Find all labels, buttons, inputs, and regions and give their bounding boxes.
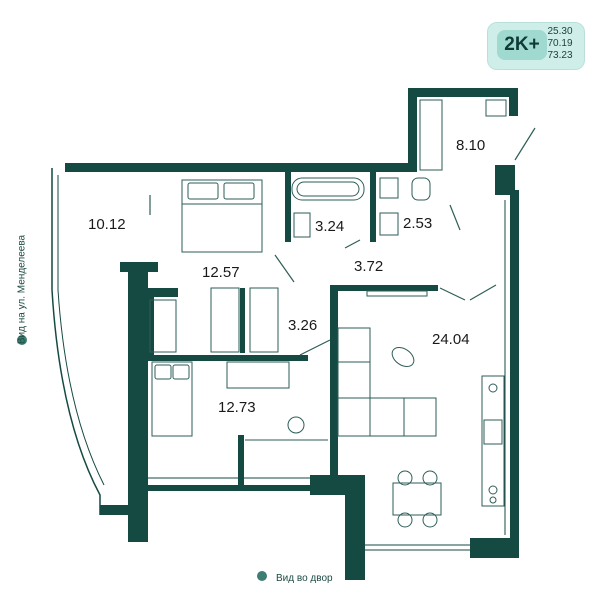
kitchen-counter [481, 375, 505, 507]
room-area-kitchen-living: 24.04 [432, 331, 470, 348]
room-area-storage: 8.10 [456, 137, 486, 154]
view-yard-label: Вид во двор [276, 573, 333, 584]
apartment-areas: 25.30 70.19 73.23 [540, 26, 580, 62]
room-area-bedroom-second: 12.73 [218, 399, 256, 416]
shelf-left [149, 299, 177, 353]
room-area-bedroom-main: 12.57 [202, 264, 240, 281]
area-with-balcony: 73.23 [547, 50, 573, 61]
view-street-label: Вид на ул. Менделеева [16, 234, 28, 345]
sofa [337, 327, 371, 437]
dresser [226, 361, 290, 389]
wardrobe-shelf-1 [210, 287, 240, 353]
walls [65, 88, 519, 580]
windows [148, 97, 506, 551]
room-area-balcony: 10.12 [88, 216, 126, 233]
furniture [149, 99, 507, 528]
doors [149, 127, 536, 356]
toilet-bowl [411, 177, 431, 201]
bed-second [151, 361, 193, 437]
balcony-outline [51, 168, 101, 515]
coffee-table [391, 346, 415, 368]
apartment-type: 2K+ [497, 30, 547, 60]
view-icons [17, 335, 267, 581]
wardrobe-shelf-2 [249, 287, 279, 353]
sink-toilet [379, 212, 399, 236]
sink-bathroom [293, 212, 311, 238]
tv-unit [366, 290, 428, 297]
dining-table [392, 482, 442, 516]
bed-main [181, 179, 263, 253]
balcony-inner-outline [57, 175, 105, 486]
shelf-storage [419, 99, 443, 171]
room-area-toilet: 2.53 [403, 215, 433, 232]
room-area-bathroom: 3.24 [315, 218, 345, 235]
room-area-hallway: 3.72 [354, 258, 384, 275]
desk-chair [287, 416, 305, 434]
room-area-wardrobe: 3.26 [288, 317, 318, 334]
area-living: 25.30 [547, 26, 573, 37]
bathtub [291, 177, 365, 201]
area-total: 70.19 [547, 38, 573, 49]
